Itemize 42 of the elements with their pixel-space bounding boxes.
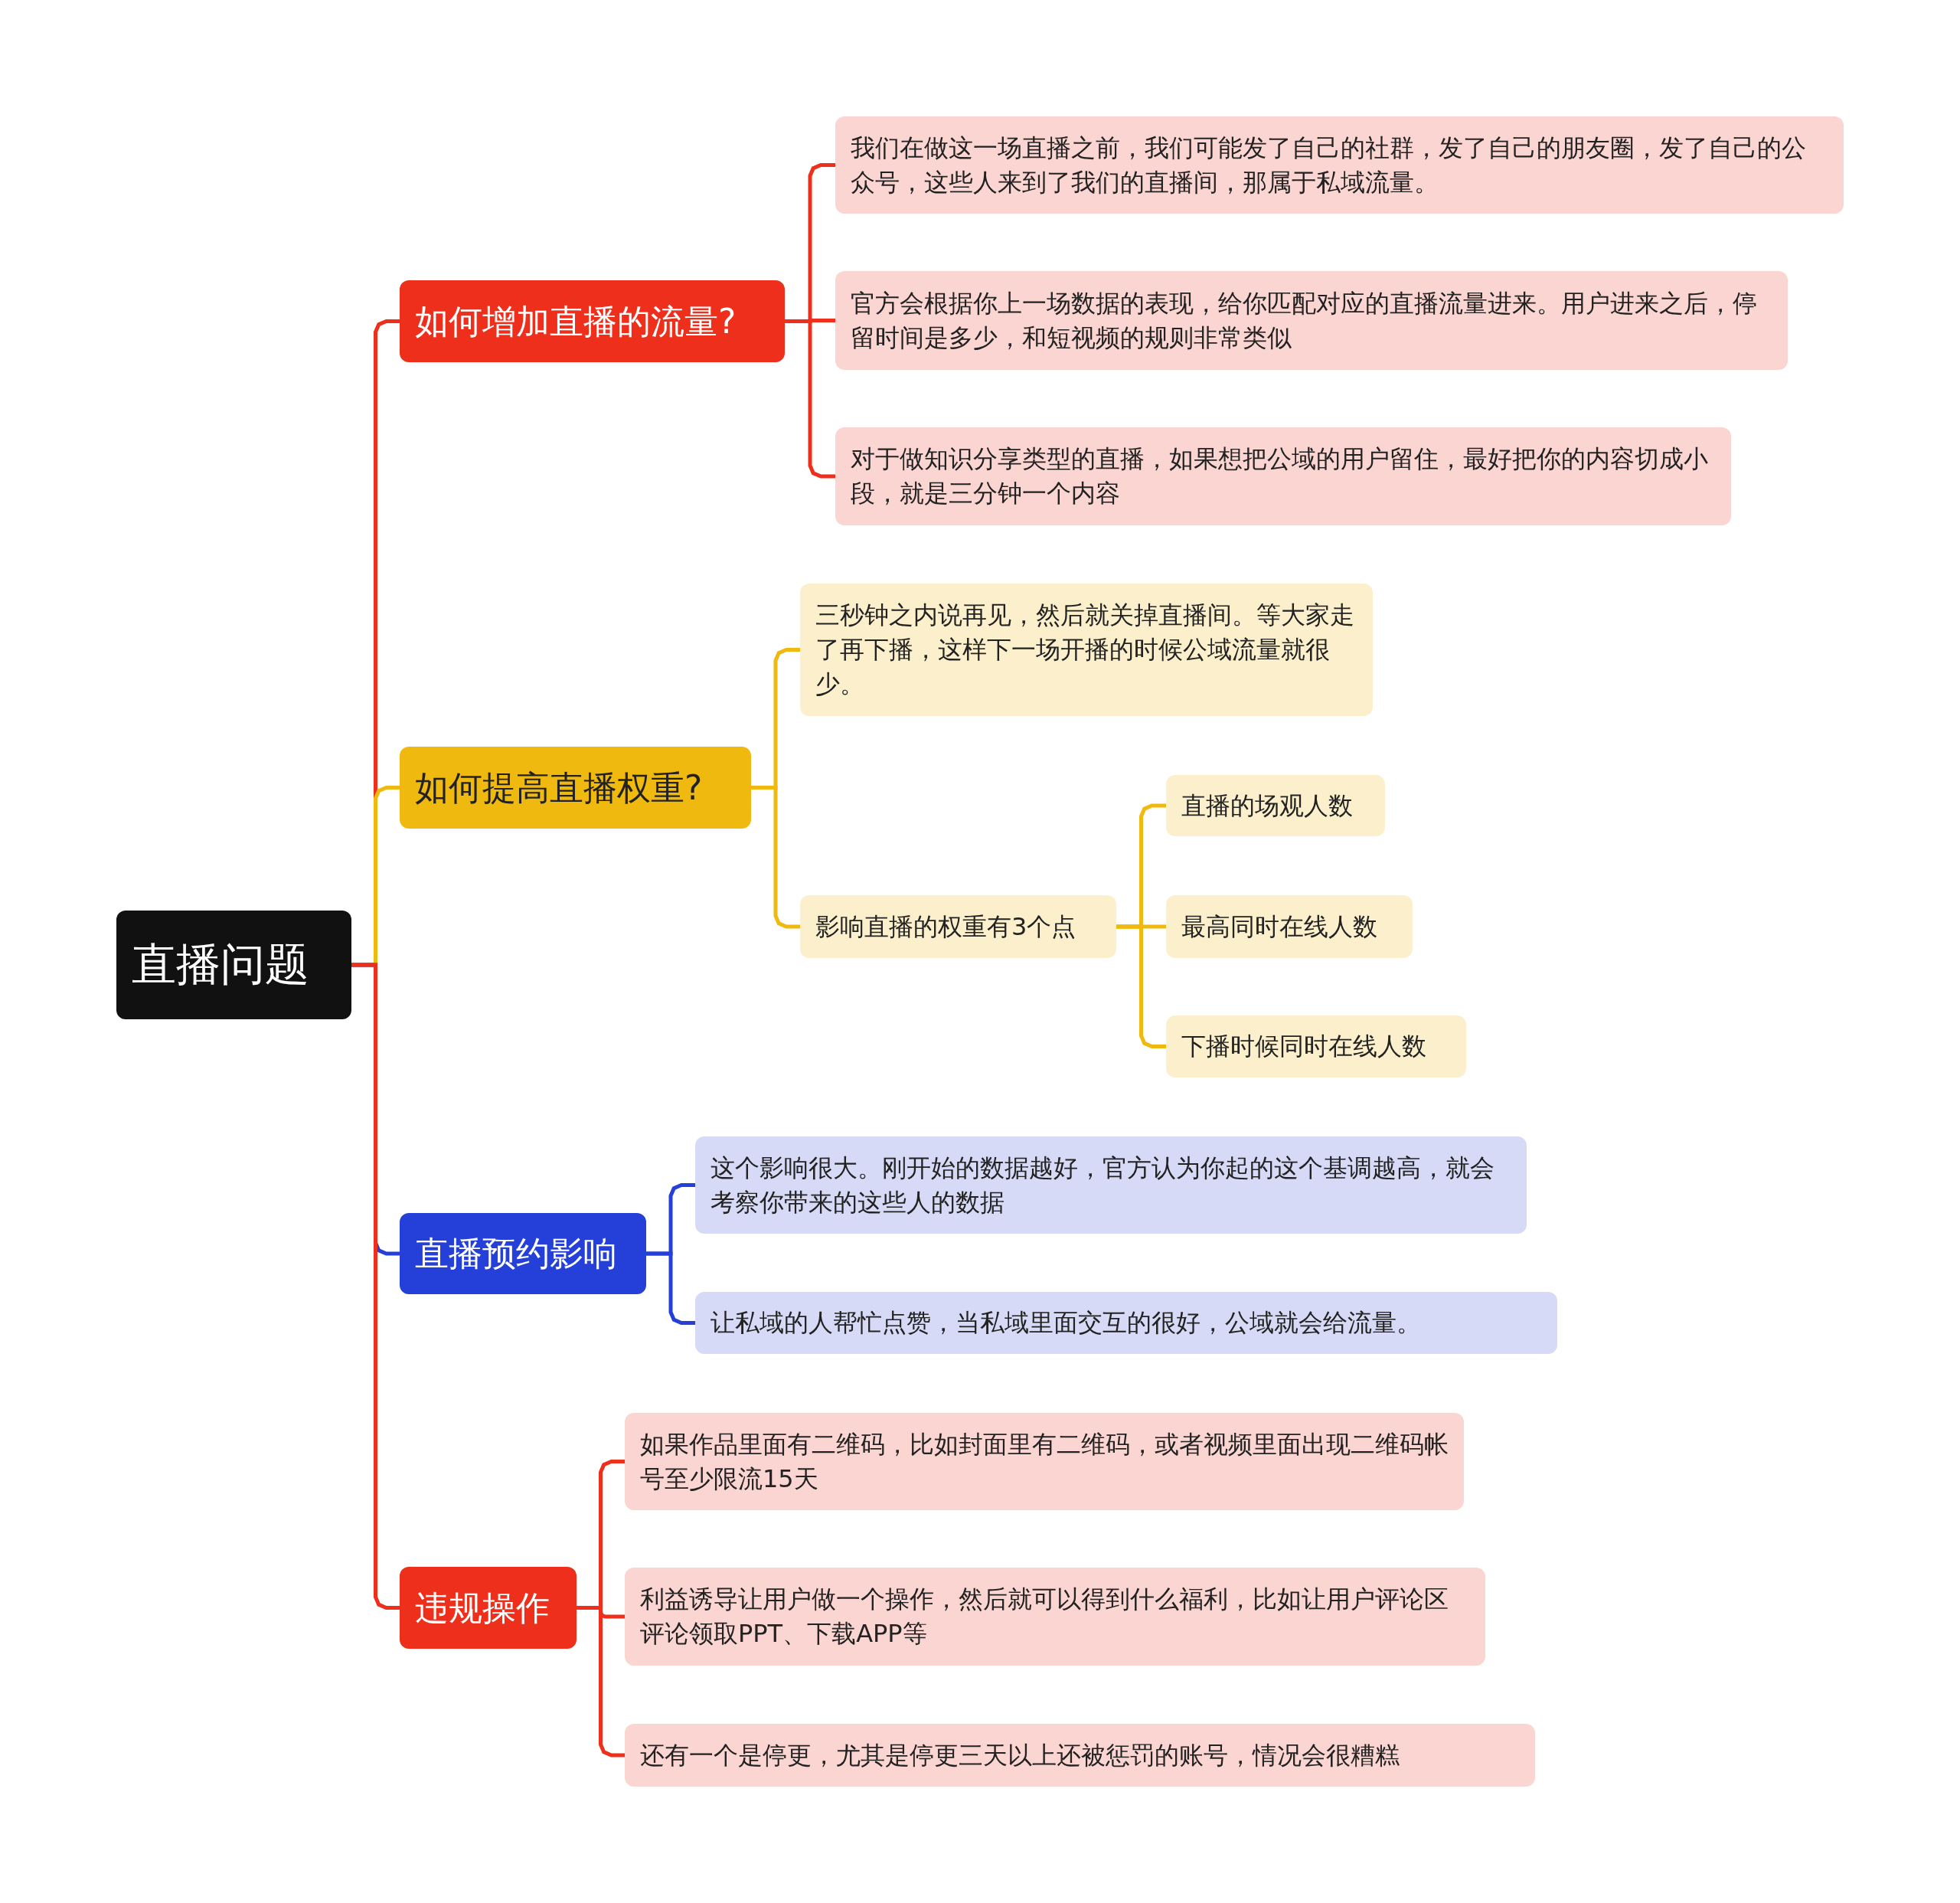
subtopic-card (1166, 895, 1413, 958)
topic-text: 三秒钟之内说再见，然后就关掉直播间。等大家走了再下播，这样下一场开播的时候公域流量就很少。 (815, 600, 1355, 700)
subtopic-card (800, 584, 1373, 716)
topic-text: 这个影响很大。刚开始的数据越好，官方认为你起的这个基调越高，就会考察你带来的这些人的数据 (710, 1152, 1495, 1218)
topic-text: 直播问题 (132, 937, 309, 992)
topic-text: 下播时候同时在线人数 (1181, 1031, 1426, 1063)
subtopic-card (835, 427, 1731, 525)
topic-text: 对于做知识分享类型的直播，如果想把公域的用户留住，最好把你的内容切成小段，就是三分钟一个内容 (851, 443, 1709, 509)
connector-line (351, 963, 400, 1610)
subtopic-card (835, 116, 1844, 214)
connector-line (646, 1251, 695, 1325)
topic-text: 直播的场观人数 (1181, 790, 1353, 822)
connector-line (785, 319, 835, 479)
topic-text: 让私域的人帮忙点赞，当私域里面交互的很好，公域就会给流量。 (710, 1307, 1421, 1339)
subtopic-card (695, 1292, 1557, 1354)
topic-text: 如果作品里面有二维码，比如封面里有二维码，或者视频里面出现二维码帐号至少限流15天 (640, 1428, 1449, 1495)
subtopic-card (625, 1413, 1464, 1510)
connector-line (577, 1606, 625, 1757)
topic-text: 利益诱导让用户做一个操作，然后就可以得到什么福利，比如让用户评论区评论领取PPT、下载APP等 (640, 1584, 1449, 1650)
connector-line (1116, 924, 1166, 1048)
subtopic-card (835, 271, 1788, 370)
topic-text: 违规操作 (415, 1587, 550, 1629)
connector-line (751, 786, 800, 929)
topic-text: 如何提高直播权重? (415, 767, 703, 809)
subtopic-card (1166, 775, 1385, 836)
topic-text: 直播预约影响 (415, 1233, 617, 1275)
subtopic-card (625, 1568, 1485, 1666)
subtopic-card (1166, 1015, 1466, 1077)
topic-text: 影响直播的权重有3个点 (815, 911, 1076, 943)
topic-text: 如何增加直播的流量? (415, 300, 737, 342)
branch-topic (400, 747, 751, 829)
topic-text: 最高同时在线人数 (1181, 911, 1377, 943)
subtopic-card (695, 1136, 1527, 1234)
branch-topic (400, 1213, 646, 1294)
root-topic (116, 911, 351, 1019)
topic-text: 官方会根据你上一场数据的表现，给你匹配对应的直播流量进来。用户进来之后，停留时间是多少，和短视频的规则非常类似 (851, 287, 1758, 354)
branch-topic (400, 1567, 577, 1649)
topic-text: 我们在做这一场直播之前，我们可能发了自己的社群，发了自己的朋友圈，发了自己的公众号，这些人来到了我们的直播间，那属于私域流量。 (851, 132, 1807, 198)
topic-text: 还有一个是停更，尤其是停更三天以上还被惩罚的账号，情况会很糟糕 (640, 1739, 1400, 1771)
subtopic-card (625, 1724, 1535, 1787)
branch-topic (400, 280, 785, 362)
subtopic-card (800, 895, 1116, 958)
